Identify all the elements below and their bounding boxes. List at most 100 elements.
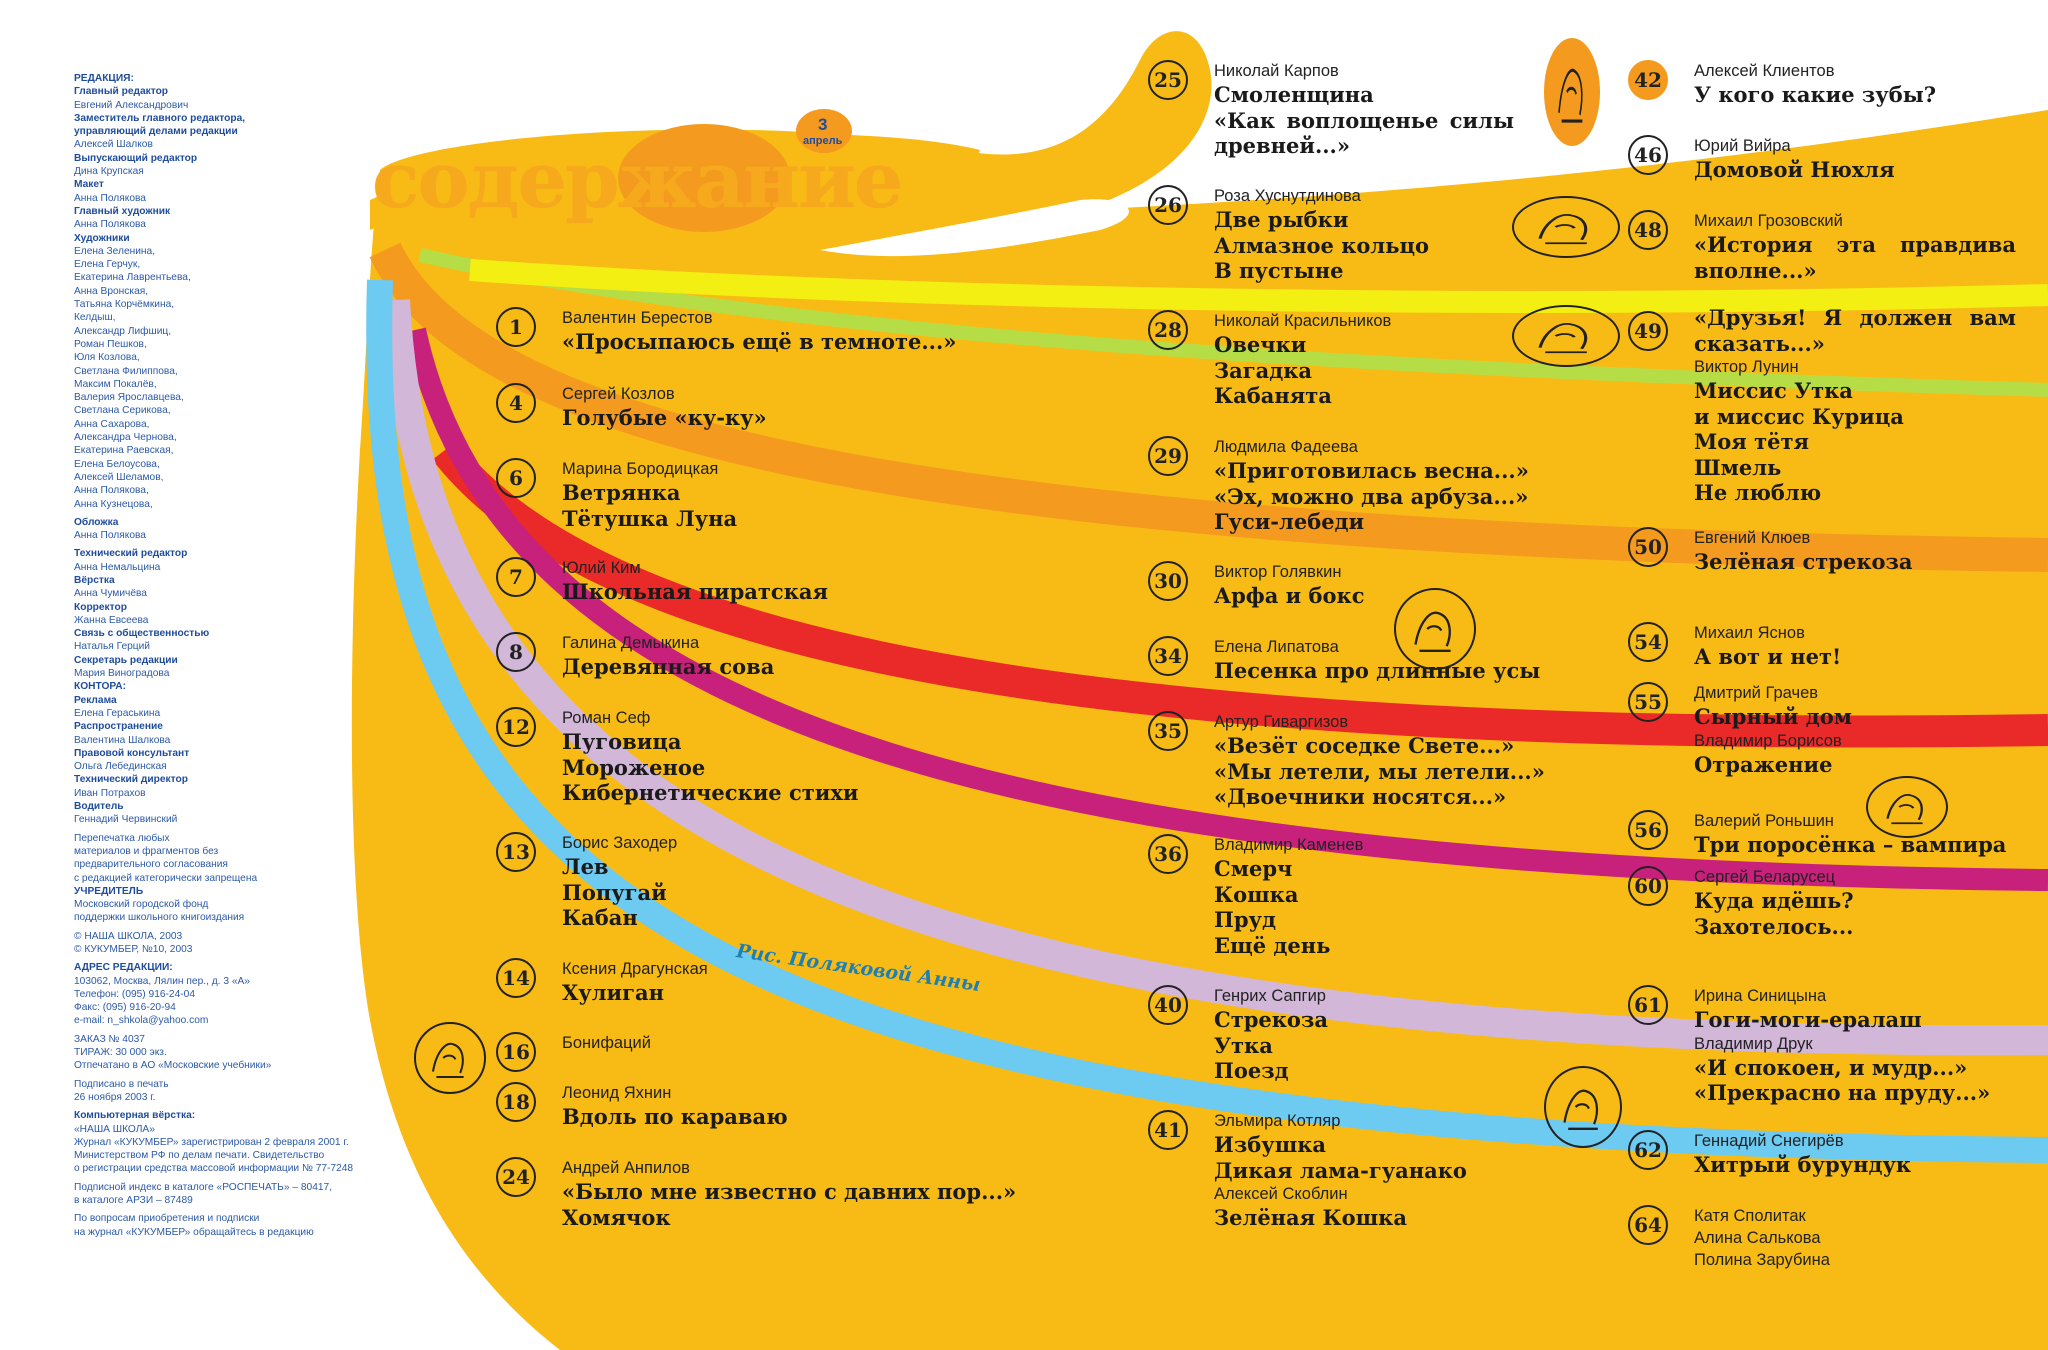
- page-number-badge: 35: [1148, 711, 1188, 751]
- imprint-line: Перепечатка любых: [74, 832, 170, 844]
- imprint-line: Подписной индекс в каталоге «РОСПЕЧАТЬ» …: [74, 1181, 333, 1193]
- imprint-heading: Выпускающий редактор: [74, 152, 198, 164]
- imprint-line: Анна Кузнецова,: [74, 498, 153, 510]
- yellow-ribbon: [469, 259, 2048, 313]
- author-name: Катя Сполитак: [1694, 1207, 1806, 1225]
- author-name: Дмитрий Грачев: [1694, 684, 1819, 702]
- page-title: содержание: [372, 135, 904, 226]
- work-title: Ветрянка: [562, 480, 681, 505]
- imprint-line: Роман Пешков,: [74, 338, 147, 350]
- work-title: Гуси-лебеди: [1214, 509, 1365, 534]
- work-title: Тётушка Луна: [562, 505, 738, 531]
- imprint-heading: Корректор: [74, 601, 127, 613]
- imprint-line: 26 ноября 2003 г.: [74, 1091, 156, 1103]
- imprint-heading: Макет: [74, 179, 104, 191]
- page-number-badge: 18: [496, 1082, 536, 1122]
- page-number-badge: 40: [1148, 985, 1188, 1025]
- imprint-line: Екатерина Лаврентьева,: [74, 272, 191, 284]
- green-ribbon: [418, 248, 2048, 397]
- imprint-line: ЗАКАЗ № 4037: [74, 1033, 145, 1045]
- work-title: Вдоль по караваю: [562, 1104, 788, 1129]
- entry-text: Андрей Анпилов«Было мне известно с давни…: [562, 1157, 1062, 1230]
- work-title: Кошка: [1214, 881, 1299, 907]
- page-number-badge: 4: [496, 383, 536, 423]
- work-title: Поезд: [1214, 1058, 1289, 1083]
- imprint-line: Анна Полякова: [74, 192, 146, 204]
- imprint-line: Геннадий Червинский: [74, 814, 178, 826]
- imprint-line: Телефон: (095) 916-24-04: [74, 988, 195, 1000]
- work-title: «Везёт соседке Свете...»: [1214, 733, 1515, 758]
- imprint-heading: Заместитель главного редактора,: [74, 112, 246, 124]
- entry-text: Михаил Грозовский«История эта правдива в…: [1694, 210, 2016, 283]
- author-name: Алина Салькова: [1694, 1229, 1821, 1247]
- fish-vignette: [1512, 196, 1620, 258]
- bird-vignette: [1866, 776, 1948, 838]
- work-title: Куда идёшь?: [1694, 888, 1854, 913]
- page-number-badge: 42: [1628, 60, 1668, 100]
- imprint-line: Светлана Филиппова,: [74, 365, 178, 377]
- imprint-line: Журнал «КУКУМБЕР» зарегистрирован 2 февр…: [74, 1136, 349, 1148]
- work-title: «Приготовилась весна...»: [1214, 458, 1529, 483]
- work-title: Избушка: [1214, 1132, 1327, 1157]
- author-name: Елена Липатова: [1214, 638, 1339, 656]
- author-name: Марина Бородицкая: [562, 460, 719, 478]
- page-number-badge: 34: [1148, 636, 1188, 676]
- work-title: Три поросёнка – вампира: [1694, 832, 2007, 857]
- imprint-heading: Главный художник: [74, 205, 171, 217]
- work-title: Не люблю: [1694, 480, 1822, 505]
- work-title: Пуговица: [562, 729, 682, 754]
- work-title: Утка: [1214, 1032, 1273, 1058]
- imprint-heading: КОНТОРА:: [74, 681, 127, 693]
- author-name: Виктор Голявкин: [1214, 563, 1342, 581]
- imprint-line: предварительного согласования: [74, 859, 228, 871]
- imprint-heading: Компьютерная вёрстка:: [74, 1110, 196, 1122]
- work-title: Моя тётя: [1694, 429, 1809, 454]
- author-name: Евгений Клюев: [1694, 529, 1811, 547]
- imprint-heading: Распространение: [74, 721, 163, 733]
- author-name: Алексей Скоблин: [1214, 1185, 1348, 1203]
- page-number-badge: 12: [496, 707, 536, 747]
- gnome-vignette: [414, 1022, 486, 1094]
- author-name: Алексей Клиентов: [1694, 62, 1835, 80]
- page-number-badge: 36: [1148, 834, 1188, 874]
- imprint-heading: Главный редактор: [74, 86, 169, 98]
- work-title: «И спокоен, и мудр...»: [1694, 1054, 1968, 1080]
- page-number-badge: 6: [496, 458, 536, 498]
- work-title: «Эх, можно два арбуза...»: [1214, 483, 1529, 509]
- entry-text: Людмила Фадеева«Приготовилась весна...»«…: [1214, 436, 1529, 535]
- page-number-badge: 64: [1628, 1205, 1668, 1245]
- author-name: Бонифаций: [562, 1034, 651, 1052]
- work-title: А вот и нет!: [1694, 644, 1842, 669]
- work-title: Смерч: [1214, 856, 1293, 881]
- author-name: Сергей Беларусец: [1694, 868, 1836, 886]
- imprint-line: Наталья Герций: [74, 641, 150, 653]
- author-name: Эльмира Котляр: [1214, 1112, 1341, 1130]
- imprint-line: «НАША ШКОЛА»: [74, 1123, 155, 1135]
- imprint-line: Елена Зеленина,: [74, 245, 156, 257]
- work-title: Лев: [562, 854, 609, 879]
- page-number-badge: 30: [1148, 561, 1188, 601]
- imprint-heading: РЕДАКЦИЯ:: [74, 73, 134, 84]
- page-number-badge: 46: [1628, 135, 1668, 175]
- author-name: Владимир Каменев: [1214, 836, 1364, 854]
- imprint-line: Анна Чумичёва: [74, 588, 147, 600]
- imprint-line: Мария Виноградова: [74, 668, 170, 680]
- imprint-line: Юля Козлова,: [74, 352, 140, 364]
- author-name: Валерий Роньшин: [1694, 812, 1834, 830]
- page-number-badge: 60: [1628, 866, 1668, 906]
- entry-text: Валентин Берестов«Просыпаюсь ещё в темно…: [562, 307, 956, 355]
